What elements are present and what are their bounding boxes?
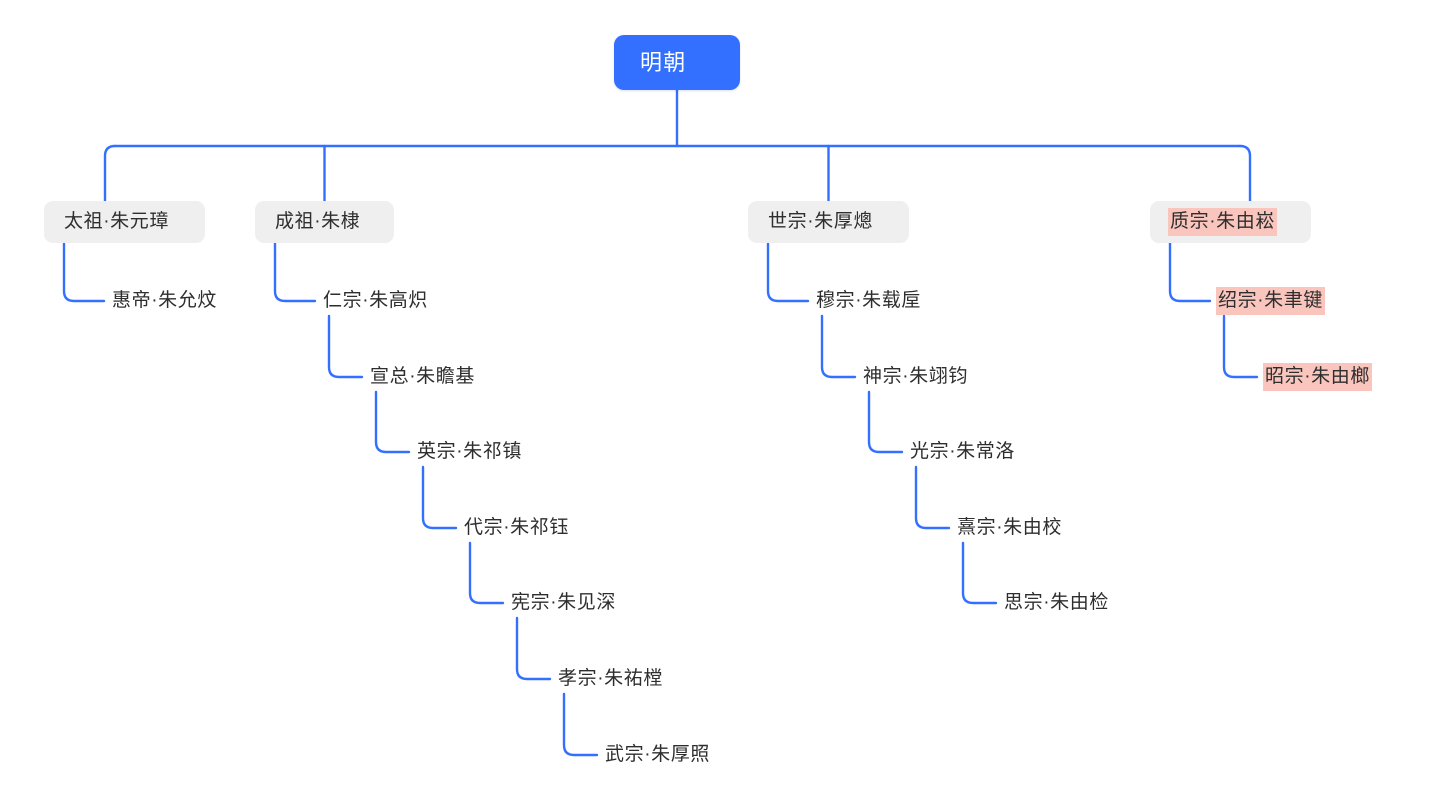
chain-node-chengzu-3[interactable]: 代宗·朱祁钰: [462, 513, 571, 543]
chain-node-shizong-3-label: 熹宗·朱由校: [957, 517, 1062, 538]
root-node-label: 明朝: [640, 49, 687, 75]
branch-node-taizu[interactable]: 太祖·朱元璋: [44, 201, 205, 243]
chain-node-shizong-1[interactable]: 神宗·朱翊钧: [861, 362, 970, 392]
edge-chengzu-6: [562, 692, 599, 757]
chain-node-chengzu-4[interactable]: 宪宗·朱见深: [509, 588, 618, 618]
chain-node-chengzu-0[interactable]: 仁宗·朱高炽: [321, 286, 430, 316]
chain-node-taizu-0[interactable]: 惠帝·朱允炆: [110, 286, 219, 316]
chain-node-chengzu-4-label: 宪宗·朱见深: [511, 592, 616, 613]
chain-node-shizong-1-label: 神宗·朱翊钧: [863, 366, 968, 387]
chain-node-chengzu-5[interactable]: 孝宗·朱祐樘: [556, 664, 665, 694]
edge-chengzu-3: [421, 465, 458, 530]
edge-chengzu-2: [374, 390, 411, 454]
chain-node-shizong-4[interactable]: 思宗·朱由检: [1002, 588, 1111, 618]
branch-node-zhizong[interactable]: 质宗·朱由崧: [1150, 201, 1311, 243]
chain-node-zhizong-1-label: 昭宗·朱由榔: [1263, 363, 1372, 391]
branch-drop-zhizong: [1238, 144, 1252, 203]
chain-node-chengzu-3-label: 代宗·朱祁钰: [464, 517, 569, 538]
edge-zhizong-1: [1222, 314, 1259, 379]
chain-node-chengzu-6[interactable]: 武宗·朱厚照: [603, 740, 712, 770]
chain-node-shizong-4-label: 思宗·朱由检: [1004, 592, 1109, 613]
chain-node-chengzu-2-label: 英宗·朱祁镇: [417, 441, 522, 462]
edge-shizong-2: [867, 390, 904, 454]
branch-node-shizong-label: 世宗·朱厚熜: [768, 211, 873, 232]
chain-node-taizu-0-label: 惠帝·朱允炆: [112, 290, 217, 311]
edge-zhizong-0: [1168, 241, 1212, 303]
chain-node-chengzu-6-label: 武宗·朱厚照: [605, 744, 710, 765]
root-node[interactable]: 明朝: [614, 35, 740, 90]
chain-node-zhizong-0[interactable]: 绍宗·朱聿键: [1216, 286, 1325, 316]
edge-shizong-0: [766, 241, 810, 303]
edge-chengzu-1: [327, 314, 364, 379]
chain-node-chengzu-0-label: 仁宗·朱高炽: [323, 290, 428, 311]
chain-node-shizong-2-label: 光宗·朱常洛: [910, 441, 1015, 462]
branch-node-zhizong-label: 质宗·朱由崧: [1168, 208, 1277, 236]
chain-node-shizong-0[interactable]: 穆宗·朱载垕: [814, 286, 923, 316]
chain-node-chengzu-5-label: 孝宗·朱祐樘: [558, 668, 663, 689]
edge-chengzu-5: [515, 616, 552, 681]
branch-drop-taizu: [103, 144, 117, 203]
chain-node-zhizong-1[interactable]: 昭宗·朱由榔: [1263, 362, 1372, 392]
chain-node-chengzu-2[interactable]: 英宗·朱祁镇: [415, 437, 524, 467]
chain-node-shizong-3[interactable]: 熹宗·朱由校: [955, 513, 1064, 543]
branch-node-chengzu-label: 成祖·朱棣: [275, 211, 361, 232]
edge-shizong-1: [820, 314, 857, 379]
edge-chengzu-4: [468, 541, 505, 605]
edge-chengzu-0: [273, 241, 317, 303]
branch-node-shizong[interactable]: 世宗·朱厚熜: [748, 201, 909, 243]
edge-shizong-4: [961, 541, 998, 605]
branch-node-taizu-label: 太祖·朱元璋: [64, 211, 169, 232]
chain-node-zhizong-0-label: 绍宗·朱聿键: [1216, 287, 1325, 315]
branch-node-chengzu[interactable]: 成祖·朱棣: [255, 201, 394, 243]
edge-taizu-0: [62, 241, 106, 303]
edge-shizong-3: [914, 465, 951, 530]
chain-node-shizong-2[interactable]: 光宗·朱常洛: [908, 437, 1017, 467]
chain-node-chengzu-1[interactable]: 宣总·朱瞻基: [368, 362, 477, 392]
chain-node-chengzu-1-label: 宣总·朱瞻基: [370, 366, 475, 387]
chain-node-shizong-0-label: 穆宗·朱载垕: [816, 290, 921, 311]
